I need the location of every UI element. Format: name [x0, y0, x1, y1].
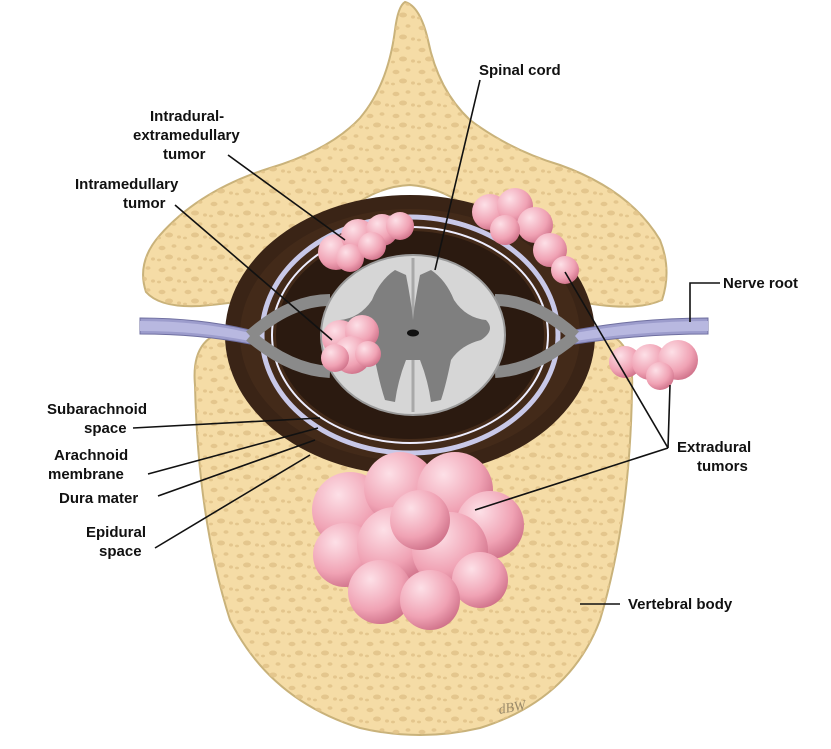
label-arachnoid-line1: Arachnoid [54, 447, 128, 464]
intradural-extramedullary-tumor [318, 212, 414, 272]
label-intradural-line3: tumor [163, 146, 206, 163]
label-intradural-line2: extramedullary [133, 127, 240, 144]
label-subarachnoid-line2: space [84, 420, 127, 437]
label-intramedullary-line2: tumor [123, 195, 166, 212]
labels: Spinal cord Intradural- extramedullary t… [47, 62, 798, 613]
label-arachnoid-line2: membrane [48, 466, 124, 483]
intramedullary-tumor [321, 315, 381, 374]
extradural-tumor-upper [472, 188, 579, 284]
label-epidural-line1: Epidural [86, 524, 146, 541]
label-intradural-line1: Intradural- [150, 108, 224, 125]
label-subarachnoid-line1: Subarachnoid [47, 401, 147, 418]
label-extradural-line2: tumors [697, 458, 748, 475]
extradural-tumor-right [609, 340, 698, 390]
label-nerve-root: Nerve root [723, 275, 798, 292]
label-vertebral-body: Vertebral body [628, 596, 733, 613]
artist-signature: dBW [497, 698, 528, 718]
extradural-tumor-large [312, 452, 524, 630]
nerve-roots [139, 317, 709, 345]
leader-lines [132, 79, 720, 605]
label-intramedullary-line1: Intramedullary [75, 176, 179, 193]
spinal-cord [320, 254, 506, 416]
label-epidural-line2: space [99, 543, 142, 560]
label-spinal-cord: Spinal cord [479, 62, 561, 79]
label-extradural-line1: Extradural [677, 439, 751, 456]
label-dura-mater: Dura mater [59, 490, 138, 507]
